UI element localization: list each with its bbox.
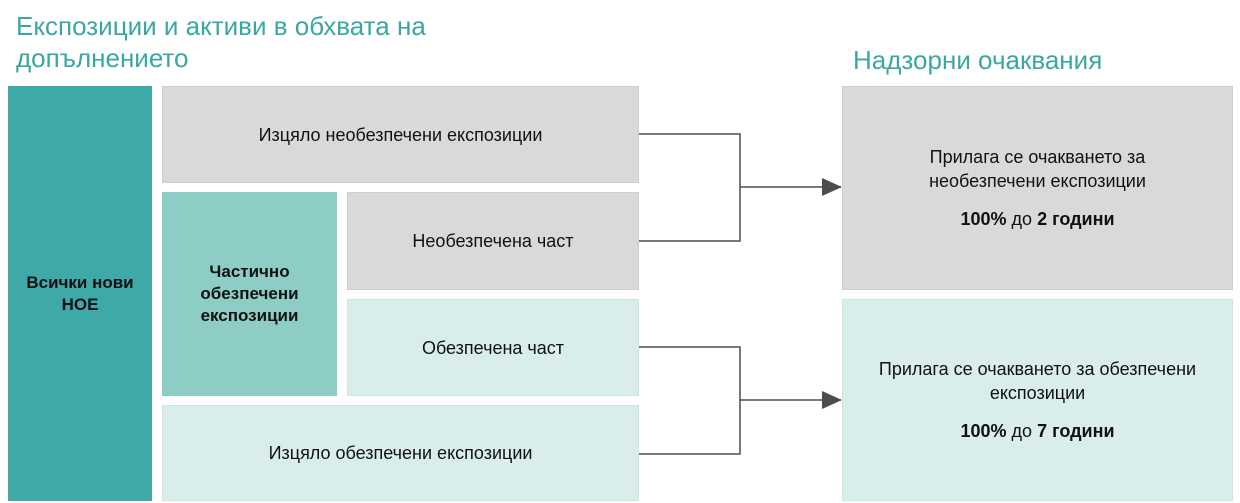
secured-part-box: Обезпечена част xyxy=(347,299,639,396)
fully-unsecured-box: Изцяло необезпечени експозиции xyxy=(162,86,639,183)
scope-heading: Експозиции и активи в обхвата на допълне… xyxy=(16,11,426,73)
partially-secured-box: Частично обезпечени експозиции xyxy=(162,192,337,396)
all-npe-box: Всички нови НОЕ xyxy=(8,86,152,501)
secured-bracket xyxy=(639,346,741,455)
unsecured-pct: 100% xyxy=(960,209,1007,229)
unsecured-expectation-deadline: 100% до 2 години xyxy=(960,207,1114,231)
fully-secured-label: Изцяло обезпечени експозиции xyxy=(268,443,533,463)
secured-period: 7 години xyxy=(1037,421,1115,441)
unsecured-prep: до xyxy=(1011,209,1033,229)
secured-pct: 100% xyxy=(960,421,1007,441)
secured-expectation-box: Прилага се очакването за обезпечени експ… xyxy=(842,299,1233,501)
secured-expectation-text: Прилага се очакването за обезпечени експ… xyxy=(878,359,1197,403)
secured-prep: до xyxy=(1011,421,1033,441)
fully-secured-box: Изцяло обезпечени експозиции xyxy=(162,405,639,501)
unsecured-expectation-text: Прилага се очакването за необезпечени ек… xyxy=(929,147,1146,191)
secured-expectation-deadline: 100% до 7 години xyxy=(960,419,1114,443)
unsecured-part-box: Необезпечена част xyxy=(347,192,639,290)
expectations-heading: Надзорни очаквания xyxy=(853,45,1103,75)
fully-unsecured-label: Изцяло необезпечени експозиции xyxy=(258,124,543,145)
unsecured-part-label: Необезпечена част xyxy=(412,231,574,251)
unsecured-expectation-box: Прилага се очакването за необезпечени ек… xyxy=(842,86,1233,290)
all-npe-label: Всички нови НОЕ xyxy=(26,272,134,314)
unsecured-period: 2 години xyxy=(1037,209,1115,229)
unsecured-bracket xyxy=(639,133,741,242)
partially-secured-label: Частично обезпечени експозиции xyxy=(200,262,299,325)
secured-part-label: Обезпечена част xyxy=(421,337,565,358)
